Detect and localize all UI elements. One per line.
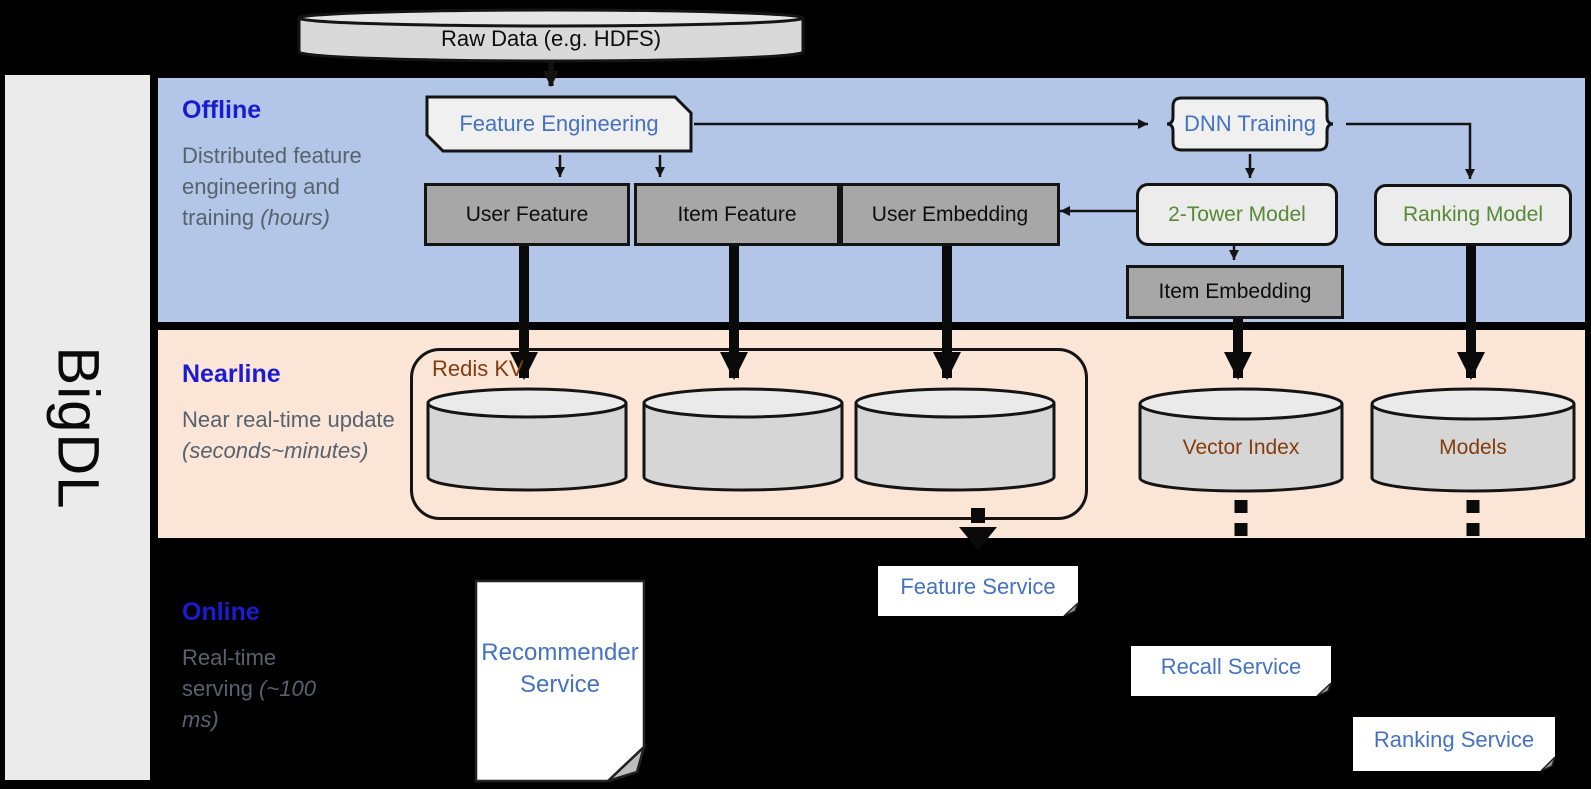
feature-service-node: Feature Service	[877, 565, 1079, 617]
double-brace-shape	[1166, 96, 1334, 152]
online-title: Online	[182, 598, 260, 626]
card-shape	[1353, 717, 1556, 772]
document-shape	[474, 579, 647, 783]
online-description: Real-time serving (~100 ms)	[182, 642, 332, 736]
ranking-model-node: Ranking Model	[1374, 184, 1572, 246]
card-shape	[878, 566, 1079, 617]
ranking-model-label: Ranking Model	[1402, 203, 1544, 226]
dnn-training-node: DNN Training	[1154, 95, 1346, 153]
user-embedding-label: User Embedding	[871, 202, 1029, 226]
offline-description: Distributed feature engineering and trai…	[182, 140, 410, 234]
recall-service-label: Recall Service	[1160, 654, 1302, 679]
recall-service-node: Recall Service	[1130, 645, 1332, 697]
nearline-desc-text: Near real-time update	[182, 407, 395, 432]
user-feature-label: User Feature	[465, 202, 589, 226]
user-embedding-node: User Embedding	[840, 183, 1060, 246]
bigdl-label: BigDL	[45, 346, 110, 509]
two-tower-model-node: 2-Tower Model	[1136, 183, 1338, 246]
redis-cylinder-1	[424, 385, 630, 495]
folded-corner-icon	[1540, 756, 1556, 772]
vector-index-label: Vector Index	[1182, 436, 1300, 459]
folded-corner-icon	[1063, 602, 1079, 617]
recommender-service-label: Recommender Service	[481, 639, 639, 699]
folded-corner-icon	[1316, 682, 1332, 697]
offline-desc-text: Distributed feature engineering and trai…	[182, 143, 362, 231]
item-embedding-node: Item Embedding	[1126, 265, 1344, 319]
offline-title: Offline	[182, 96, 262, 124]
folded-corner-icon	[607, 742, 647, 783]
card-shape	[1131, 646, 1332, 697]
nearline-description: Near real-time update (seconds~minutes)	[182, 404, 438, 466]
item-feature-label: Item Feature	[677, 202, 797, 226]
vector-index-store: Vector Index	[1136, 385, 1346, 497]
online-desc-text: Real-time serving	[182, 645, 277, 702]
raw-data-label: Raw Data (e.g. HDFS)	[440, 26, 662, 51]
feature-engineering-node: Feature Engineering	[425, 95, 693, 153]
cylinder-shape	[297, 8, 805, 63]
nearline-title: Nearline	[182, 360, 281, 388]
ranking-service-label: Ranking Service	[1373, 727, 1535, 752]
online-desc-note: (~100 ms)	[182, 676, 316, 733]
redis-kv-container	[410, 348, 1088, 520]
dnn-training-label: DNN Training	[1183, 111, 1317, 136]
ranking-service-node: Ranking Service	[1352, 716, 1556, 772]
feature-engineering-label: Feature Engineering	[459, 111, 659, 136]
models-label: Models	[1439, 436, 1507, 459]
user-feature-node: User Feature	[424, 183, 630, 246]
redis-kv-label: Redis KV	[432, 356, 524, 381]
models-store: Models	[1368, 385, 1578, 497]
snip-corner-shape	[425, 95, 693, 153]
recommender-service-node: Recommender Service	[474, 579, 647, 783]
redis-cylinder-3	[852, 385, 1058, 495]
offline-desc-note: (hours)	[260, 205, 330, 231]
two-tower-model-label: 2-Tower Model	[1168, 202, 1306, 226]
nearline-desc-note: (seconds~minutes)	[182, 438, 369, 464]
raw-data-store: Raw Data (e.g. HDFS)	[295, 8, 807, 64]
bigdl-sidebar: BigDL	[5, 75, 150, 780]
redis-cylinder-2	[640, 385, 846, 495]
item-embedding-label: Item Embedding	[1158, 280, 1312, 303]
feature-service-label: Feature Service	[900, 574, 1056, 599]
item-feature-node: Item Feature	[634, 183, 840, 246]
